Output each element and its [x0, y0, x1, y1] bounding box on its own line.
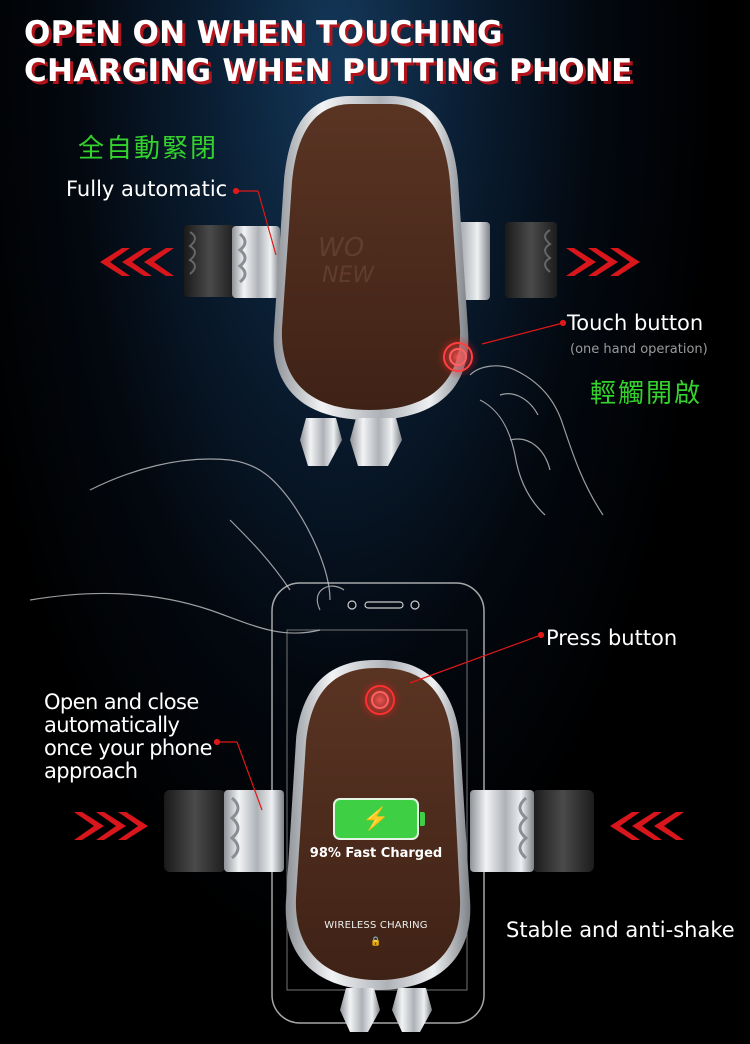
svg-text:WO: WO: [318, 233, 364, 263]
touch-button-label: Touch button: [567, 311, 704, 335]
top-holder: WO NEW: [184, 96, 557, 466]
fast-charged-status: 98% Fast Charged: [309, 846, 443, 861]
open-close-line-1: Open and close: [44, 690, 199, 714]
right-vent-clip: [505, 222, 557, 298]
hand-sketch: [29, 365, 604, 634]
wireless-charging-label: WIRELESS CHARING: [324, 920, 428, 931]
open-close-line-3: once your phone: [44, 736, 213, 760]
right-arrows-bottom: [610, 812, 684, 840]
headline: OPEN ON WHEN TOUCHING CHARGING WHEN PUTT…: [24, 14, 633, 90]
left-vent-clip-bottom: [164, 790, 226, 872]
touch-button-note: (one hand operation): [570, 342, 708, 357]
right-vent-clip-bottom: [532, 790, 594, 872]
left-arrows-top: [100, 248, 174, 276]
fully-automatic-label: Fully automatic: [66, 177, 228, 201]
headline-line-1: OPEN ON WHEN TOUCHING: [24, 15, 503, 51]
lock-icon: 🔒: [370, 936, 382, 946]
open-close-line-2: automatically: [44, 713, 180, 737]
battery-indicator: [335, 800, 425, 838]
cjk-auto-close-label: 全自動緊閉: [78, 134, 219, 164]
press-button-label: Press button: [546, 626, 678, 650]
stable-anti-shake-label: Stable and anti-shake: [506, 918, 735, 942]
left-arrows-bottom: [74, 812, 148, 840]
callout-lines: [213, 187, 567, 811]
open-close-description: Open and close automatically once your p…: [44, 691, 244, 783]
left-vent-clip: [184, 225, 236, 297]
svg-text:NEW: NEW: [322, 263, 375, 288]
right-arrows-top: [566, 248, 640, 276]
open-close-line-4: approach: [44, 759, 138, 783]
lightning-bolt-icon: ⚡: [362, 806, 390, 831]
headline-line-2: CHARGING WHEN PUTTING PHONE: [24, 53, 633, 89]
cjk-touch-open-label: 輕觸開啟: [590, 379, 703, 409]
